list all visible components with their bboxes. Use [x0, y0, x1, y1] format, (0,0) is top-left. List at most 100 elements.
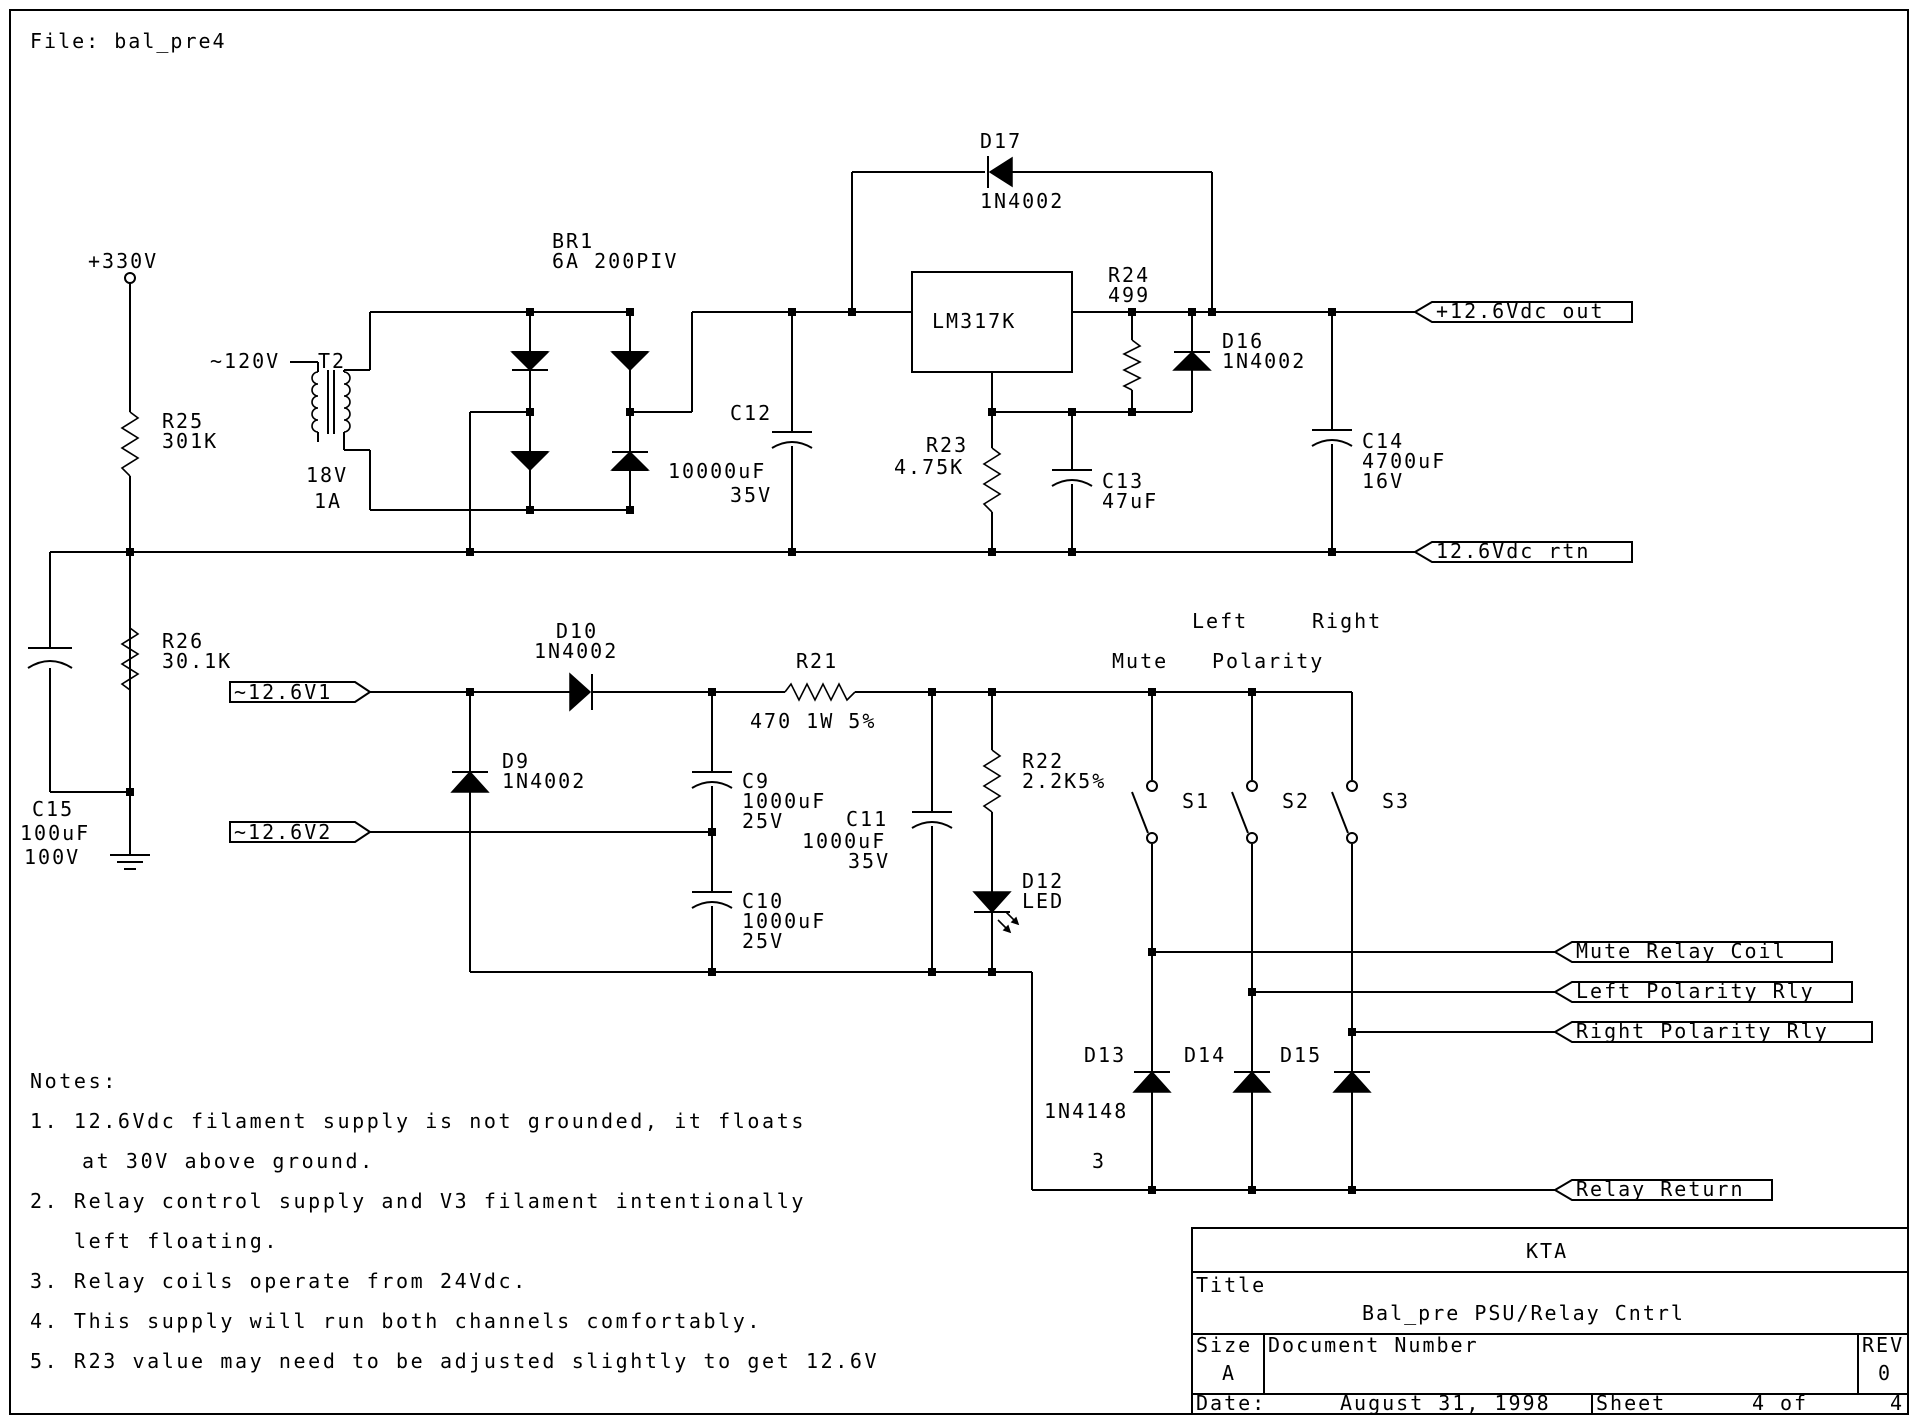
label-ac-in: ~120V — [210, 349, 280, 373]
lower-wiring — [370, 691, 1555, 1191]
label-reg: LM317K — [932, 309, 1016, 333]
label-c9-val: 1000uF — [742, 789, 826, 813]
label-t2-a: 1A — [314, 489, 342, 513]
port-flags: +12.6Vdc out 12.6Vdc rtn ~12.6V1 ~12.6V2… — [229, 299, 1873, 1201]
sheet-label: Sheet — [1596, 1391, 1666, 1415]
label-hv: +330V — [88, 249, 158, 273]
label-d16: D16 — [1222, 329, 1264, 353]
of-total: 4 — [1890, 1391, 1904, 1415]
rev-label: REV — [1862, 1333, 1904, 1357]
label-r25-val: 301K — [162, 429, 218, 453]
label-d12: D12 — [1022, 869, 1064, 893]
lower-components — [450, 672, 1372, 1093]
label-d9-val: 1N4002 — [502, 769, 586, 793]
note-4: 4. This supply will run both channels co… — [30, 1309, 762, 1333]
size: A — [1222, 1361, 1236, 1385]
regulator-box — [911, 271, 1073, 373]
label-polarity: Polarity — [1212, 649, 1324, 673]
label-c11-volt: 35V — [848, 849, 890, 873]
label-mute: Mute — [1112, 649, 1168, 673]
label-d17-val: 1N4002 — [980, 189, 1064, 213]
label-c15-val: 100uF — [20, 821, 90, 845]
label-r21-val: 470 1W 5% — [750, 709, 876, 733]
label-c13: C13 — [1102, 469, 1144, 493]
label-r23: R23 — [926, 433, 968, 457]
of-label: of — [1780, 1391, 1808, 1415]
label-t2-v: 18V — [306, 463, 348, 487]
label-c13-val: 47uF — [1102, 489, 1158, 513]
flag-in-v2: ~12.6V2 — [234, 820, 332, 844]
label-d16-val: 1N4002 — [1222, 349, 1306, 373]
label-d17: D17 — [980, 129, 1022, 153]
file-label: File: bal_pre4 — [30, 29, 227, 53]
label-r22-val: 2.2K5% — [1022, 769, 1106, 793]
note-2: 2. Relay control supply and V3 filament … — [30, 1189, 806, 1213]
size-label: Size — [1196, 1333, 1252, 1357]
label-c9: C9 — [742, 769, 770, 793]
label-c12: C12 — [730, 401, 772, 425]
label-c15-volt: 100V — [24, 845, 80, 869]
label-c10-val: 1000uF — [742, 909, 826, 933]
flag-mute-relay: Mute Relay Coil — [1576, 939, 1787, 963]
label-d10-val: 1N4002 — [534, 639, 618, 663]
label-d13-val: 1N4148 — [1044, 1099, 1128, 1123]
label-r24: R24 — [1108, 263, 1150, 287]
docnum-label: Document Number — [1268, 1333, 1479, 1357]
date: August 31, 1998 — [1340, 1391, 1551, 1415]
label-right: Right — [1312, 609, 1382, 633]
label-r24-val: 499 — [1108, 283, 1150, 307]
label-d13: D13 — [1084, 1043, 1126, 1067]
label-d12-val: LED — [1022, 889, 1064, 913]
title: Bal_pre PSU/Relay Cntrl — [1362, 1301, 1685, 1325]
label-c12-val: 10000uF — [668, 459, 766, 483]
rev: 0 — [1878, 1361, 1892, 1385]
label-br1-val: 6A 200PIV — [552, 249, 678, 273]
note-5: 5. R23 value may need to be adjusted sli… — [30, 1349, 879, 1373]
date-label: Date: — [1196, 1391, 1266, 1415]
label-r23-val: 4.75K — [894, 455, 964, 479]
junction-dots — [126, 308, 1356, 1194]
label-c14-val: 4700uF — [1362, 449, 1446, 473]
component-labels: +330V ~120V T2 18V 1A D17 1N4002 BR1 6A … — [20, 129, 1446, 1173]
note-1b: at 30V above ground. — [82, 1149, 375, 1173]
label-d15: D15 — [1280, 1043, 1322, 1067]
title-label: Title — [1196, 1273, 1266, 1297]
label-count: 3 — [1092, 1149, 1106, 1173]
label-r21: R21 — [796, 649, 838, 673]
label-c10: C10 — [742, 889, 784, 913]
notes: Notes: 1. 12.6Vdc filament supply is not… — [30, 1069, 879, 1373]
flag-out-pos: +12.6Vdc out — [1436, 299, 1605, 323]
note-3: 3. Relay coils operate from 24Vdc. — [30, 1269, 528, 1293]
flag-right-relay: Right Polarity Rly — [1576, 1019, 1829, 1043]
flag-relay-return: Relay Return — [1576, 1177, 1745, 1201]
flag-left-relay: Left Polarity Rly — [1576, 979, 1815, 1003]
label-d10: D10 — [556, 619, 598, 643]
label-c9-volt: 25V — [742, 809, 784, 833]
label-s2: S2 — [1282, 789, 1310, 813]
note-2b: left floating. — [74, 1229, 279, 1253]
label-br1: BR1 — [552, 229, 594, 253]
label-d9: D9 — [502, 749, 530, 773]
company: KTA — [1526, 1239, 1568, 1263]
label-s3: S3 — [1382, 789, 1410, 813]
label-t2: T2 — [318, 349, 346, 373]
label-c14: C14 — [1362, 429, 1404, 453]
label-c15: C15 — [32, 797, 74, 821]
note-1: 1. 12.6Vdc filament supply is not ground… — [30, 1109, 806, 1133]
label-c10-volt: 25V — [742, 929, 784, 953]
sheet-num: 4 — [1752, 1391, 1766, 1415]
flag-out-rtn: 12.6Vdc rtn — [1436, 539, 1590, 563]
label-d14: D14 — [1184, 1043, 1226, 1067]
label-c11-val: 1000uF — [802, 829, 886, 853]
flag-in-v1: ~12.6V1 — [234, 680, 332, 704]
notes-heading: Notes: — [30, 1069, 118, 1093]
label-s1: S1 — [1182, 789, 1210, 813]
label-c14-volt: 16V — [1362, 469, 1404, 493]
label-c12-volt: 35V — [730, 483, 772, 507]
title-block: KTA Title Bal_pre PSU/Relay Cntrl Size A… — [1191, 1227, 1909, 1415]
label-r22: R22 — [1022, 749, 1064, 773]
label-r25: R25 — [162, 409, 204, 433]
label-left: Left — [1192, 609, 1248, 633]
upper-components — [27, 156, 1353, 691]
